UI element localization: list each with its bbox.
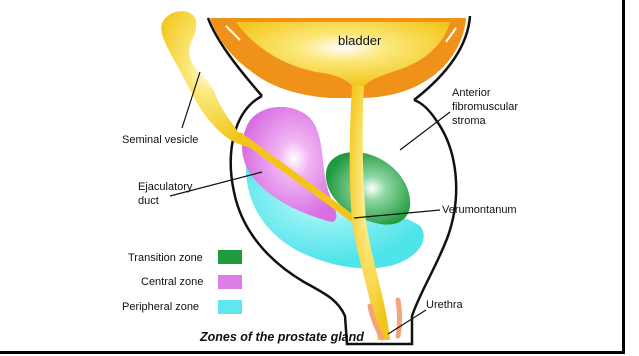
bladder-label: bladder bbox=[338, 33, 382, 48]
sphincter-right bbox=[398, 300, 400, 336]
afs-label-3: stroma bbox=[452, 115, 487, 127]
afs-label-1: Anterior bbox=[452, 87, 491, 99]
legend-swatch-transition bbox=[218, 250, 242, 264]
ejaculatory-duct-label-2: duct bbox=[138, 195, 159, 207]
verumontanum-label: Verumontanum bbox=[442, 204, 517, 216]
legend-label-peripheral: Peripheral zone bbox=[122, 301, 199, 313]
legend: Transition zone Central zone Peripheral … bbox=[122, 250, 242, 314]
urethra-label: Urethra bbox=[426, 299, 464, 311]
legend-swatch-central bbox=[218, 275, 242, 289]
afs-label-2: fibromuscular bbox=[452, 101, 518, 113]
ejaculatory-duct-label-1: Ejaculatory bbox=[138, 181, 193, 193]
legend-label-central: Central zone bbox=[141, 276, 203, 288]
legend-label-transition: Transition zone bbox=[128, 252, 203, 264]
legend-swatch-peripheral bbox=[218, 300, 242, 314]
diagram-caption: Zones of the prostate gland bbox=[199, 330, 364, 344]
leader-urethra bbox=[388, 310, 426, 334]
seminal-vesicle-label: Seminal vesicle bbox=[122, 134, 198, 146]
